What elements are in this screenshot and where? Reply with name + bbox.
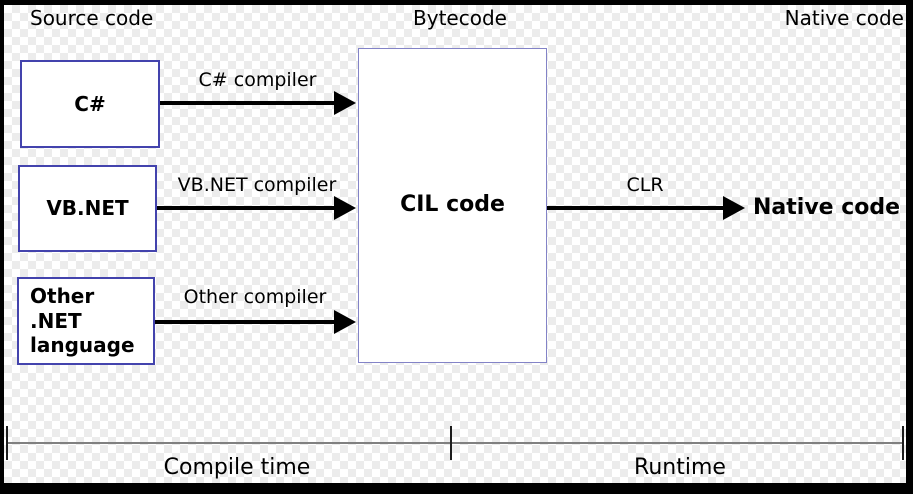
arrowhead-vbnet-to-cil-icon bbox=[334, 196, 356, 220]
timeline-axis bbox=[6, 442, 903, 444]
arrow-line-cil-to-native bbox=[547, 206, 725, 210]
box-other-dotnet-language-label: Other .NET language bbox=[30, 284, 135, 358]
box-vbnet: VB.NET bbox=[18, 165, 157, 252]
column-header-source-code: Source code bbox=[30, 6, 154, 30]
arrow-label-clr: CLR bbox=[626, 174, 664, 196]
timeline-tick-start bbox=[6, 426, 8, 460]
arrow-label-vbnet-compiler: VB.NET compiler bbox=[177, 174, 337, 196]
box-vbnet-label: VB.NET bbox=[46, 196, 129, 221]
box-csharp-label: C# bbox=[74, 91, 106, 116]
column-header-native-code: Native code bbox=[784, 6, 904, 30]
timeline-tick-middle bbox=[450, 426, 452, 460]
arrowhead-csharp-to-cil-icon bbox=[334, 91, 356, 115]
column-header-bytecode: Bytecode bbox=[413, 6, 507, 30]
arrowhead-cil-to-native-icon bbox=[723, 196, 745, 220]
box-other-dotnet-language: Other .NET language bbox=[17, 277, 155, 365]
arrow-line-vbnet-to-cil bbox=[157, 206, 336, 210]
timeline-tick-end bbox=[902, 426, 904, 460]
box-cil-code-label: CIL code bbox=[400, 192, 505, 218]
arrowhead-other-to-cil-icon bbox=[334, 310, 356, 334]
timeline-label-compile-time: Compile time bbox=[163, 455, 311, 480]
arrow-line-other-to-cil bbox=[155, 320, 336, 324]
diagram-canvas: Source code Bytecode Native code C# VB.N… bbox=[4, 5, 906, 483]
arrow-label-csharp-compiler: C# compiler bbox=[198, 69, 317, 91]
native-code-result-label: Native code bbox=[753, 195, 901, 220]
arrow-label-other-compiler: Other compiler bbox=[183, 286, 327, 308]
box-csharp: C# bbox=[20, 60, 160, 148]
box-cil-code: CIL code bbox=[358, 48, 547, 363]
arrow-line-csharp-to-cil bbox=[160, 101, 336, 105]
timeline-label-runtime: Runtime bbox=[634, 455, 726, 480]
